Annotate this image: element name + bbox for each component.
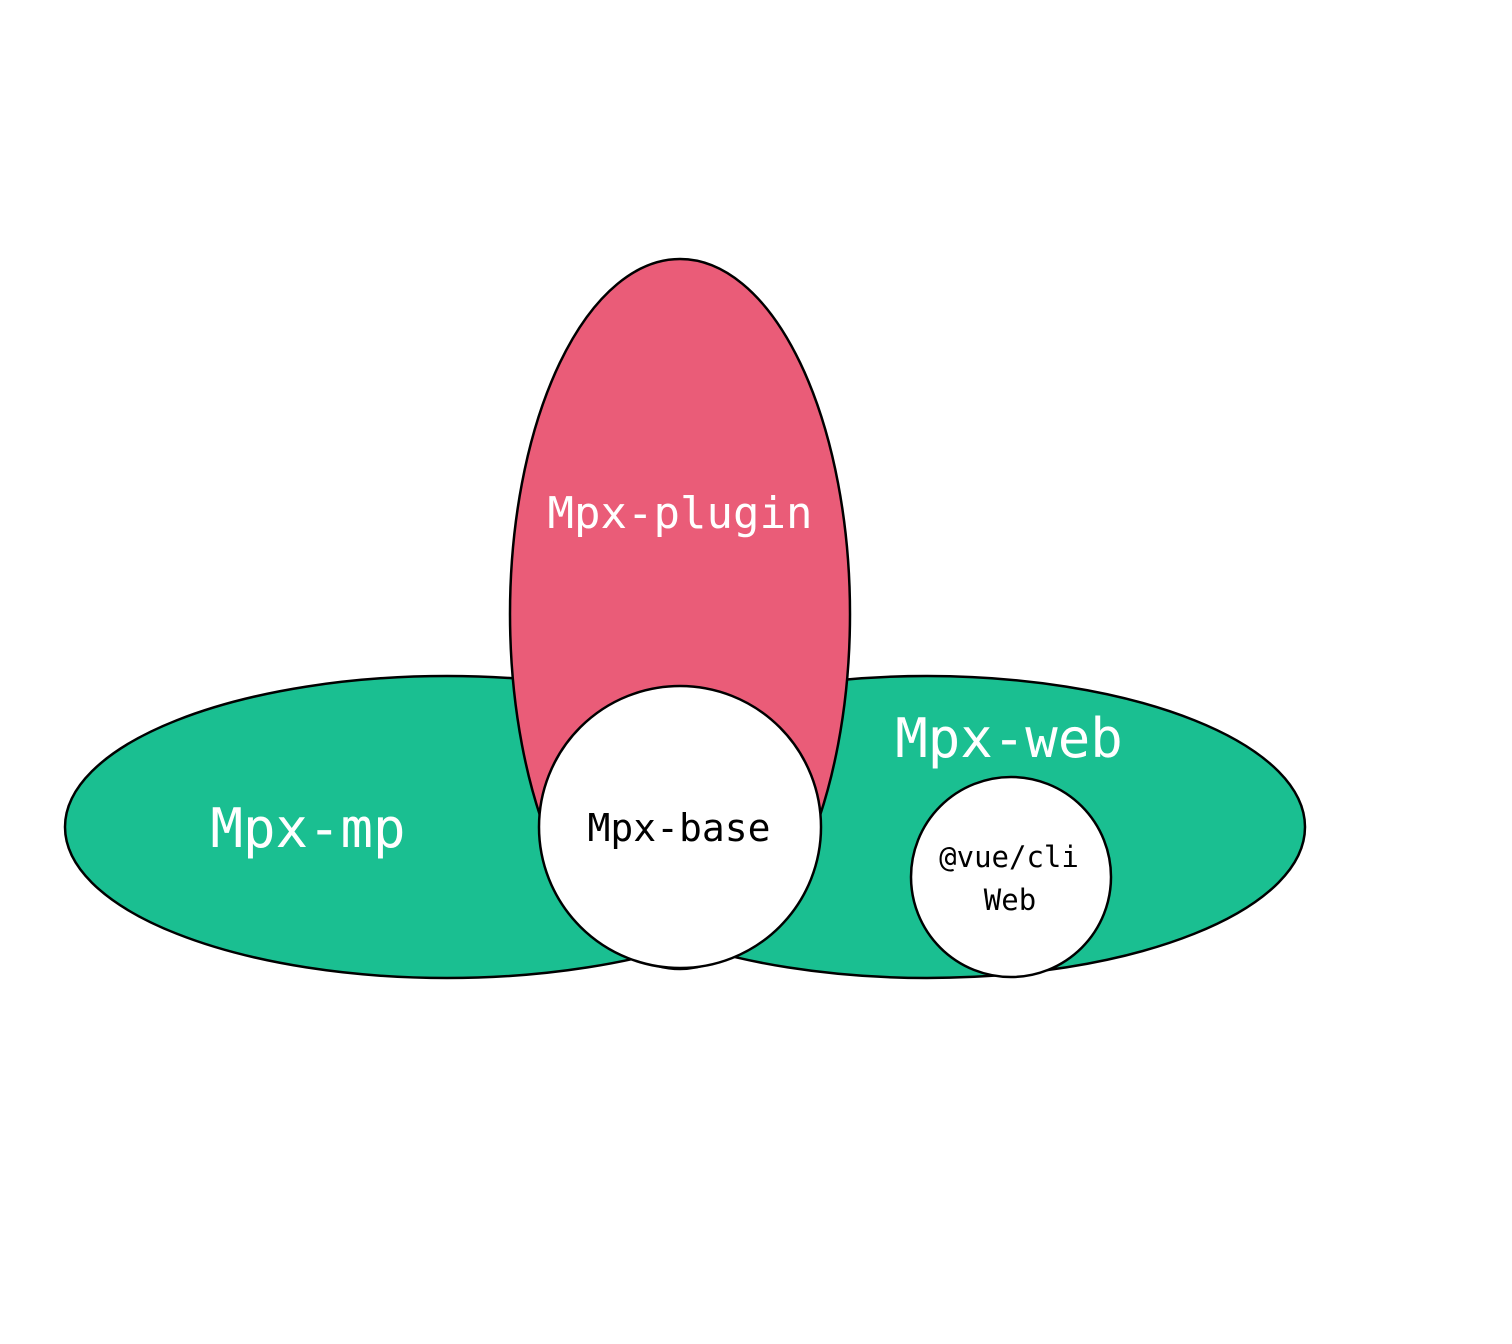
vue-cli-web-region (909, 775, 1113, 979)
mpx-mp-label: Mpx-mp (210, 797, 405, 860)
mpx-base-region (537, 684, 823, 970)
web-sublabel: Web (984, 883, 1036, 917)
mpx-base-label: Mpx-base (587, 806, 770, 850)
mpx-plugin-label: Mpx-plugin (548, 488, 813, 539)
mpx-web-label: Mpx-web (895, 707, 1123, 770)
vue-cli-label: @vue/cli (939, 840, 1079, 874)
